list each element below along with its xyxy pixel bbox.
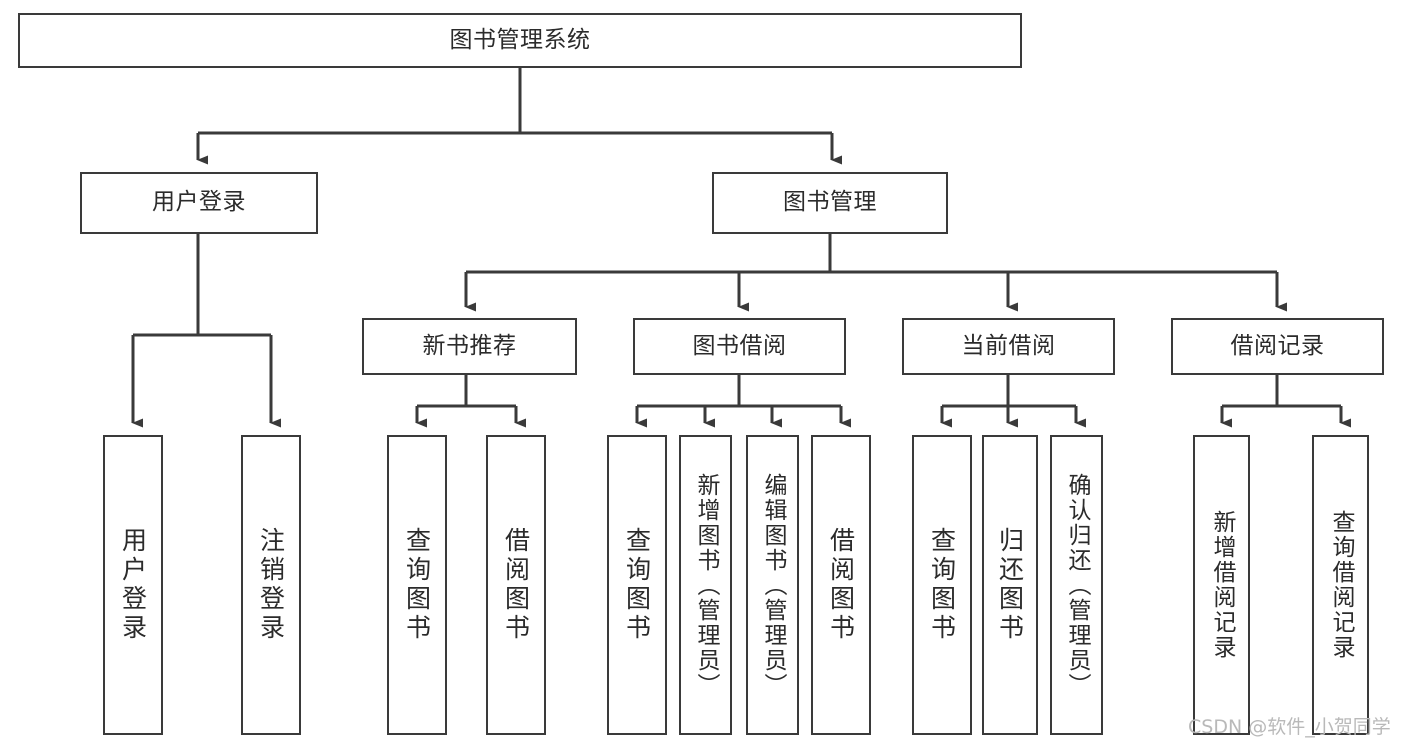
leaf-query-borrow-record[interactable]: 查询借阅记录 (1312, 435, 1369, 735)
node-label: 编辑图书（管理员） (760, 472, 786, 698)
node-label: 查询图书 (927, 527, 957, 643)
leaf-add-book-admin[interactable]: 新增图书（管理员） (679, 435, 732, 735)
node-label: 用户登录 (118, 527, 148, 643)
node-label: 新增借阅记录 (1209, 510, 1235, 660)
node-label: 借阅记录 (1230, 332, 1325, 359)
leaf-add-borrow-record[interactable]: 新增借阅记录 (1193, 435, 1250, 735)
node-borrow-record[interactable]: 借阅记录 (1171, 318, 1384, 375)
leaf-query-book-borrow[interactable]: 查询图书 (607, 435, 667, 735)
leaf-user-login[interactable]: 用户登录 (103, 435, 163, 735)
node-label: 新增图书（管理员） (693, 472, 719, 698)
node-user-login[interactable]: 用户登录 (80, 172, 318, 234)
leaf-borrow-book-recommend[interactable]: 借阅图书 (486, 435, 546, 735)
node-label: 用户登录 (152, 189, 246, 216)
node-label: 确认归还（管理员） (1064, 472, 1090, 698)
node-current-borrow[interactable]: 当前借阅 (902, 318, 1115, 375)
node-label: 注销登录 (256, 527, 286, 643)
node-label: 借阅图书 (501, 527, 531, 643)
node-label: 图书借阅 (692, 332, 787, 359)
node-book-management[interactable]: 图书管理 (712, 172, 948, 234)
node-label: 查询图书 (622, 527, 652, 643)
node-label: 当前借阅 (961, 332, 1056, 359)
node-label: 归还图书 (995, 527, 1025, 643)
leaf-confirm-return-admin[interactable]: 确认归还（管理员） (1050, 435, 1103, 735)
node-root-system[interactable]: 图书管理系统 (18, 13, 1022, 68)
leaf-edit-book-admin[interactable]: 编辑图书（管理员） (746, 435, 799, 735)
leaf-query-book-current[interactable]: 查询图书 (912, 435, 972, 735)
node-label: 图书管理系统 (449, 26, 591, 53)
watermark-text: CSDN @软件_小贺同学 (1188, 716, 1391, 738)
node-label: 借阅图书 (826, 527, 856, 643)
node-book-borrow[interactable]: 图书借阅 (633, 318, 846, 375)
leaf-return-book[interactable]: 归还图书 (982, 435, 1038, 735)
node-new-book-recommend[interactable]: 新书推荐 (362, 318, 577, 375)
leaf-logout-login[interactable]: 注销登录 (241, 435, 301, 735)
node-label: 图书管理 (783, 189, 877, 216)
node-label: 查询图书 (402, 527, 432, 643)
leaf-borrow-book[interactable]: 借阅图书 (811, 435, 871, 735)
node-label: 新书推荐 (422, 332, 517, 359)
node-label: 查询借阅记录 (1328, 510, 1354, 660)
leaf-query-book-recommend[interactable]: 查询图书 (387, 435, 447, 735)
